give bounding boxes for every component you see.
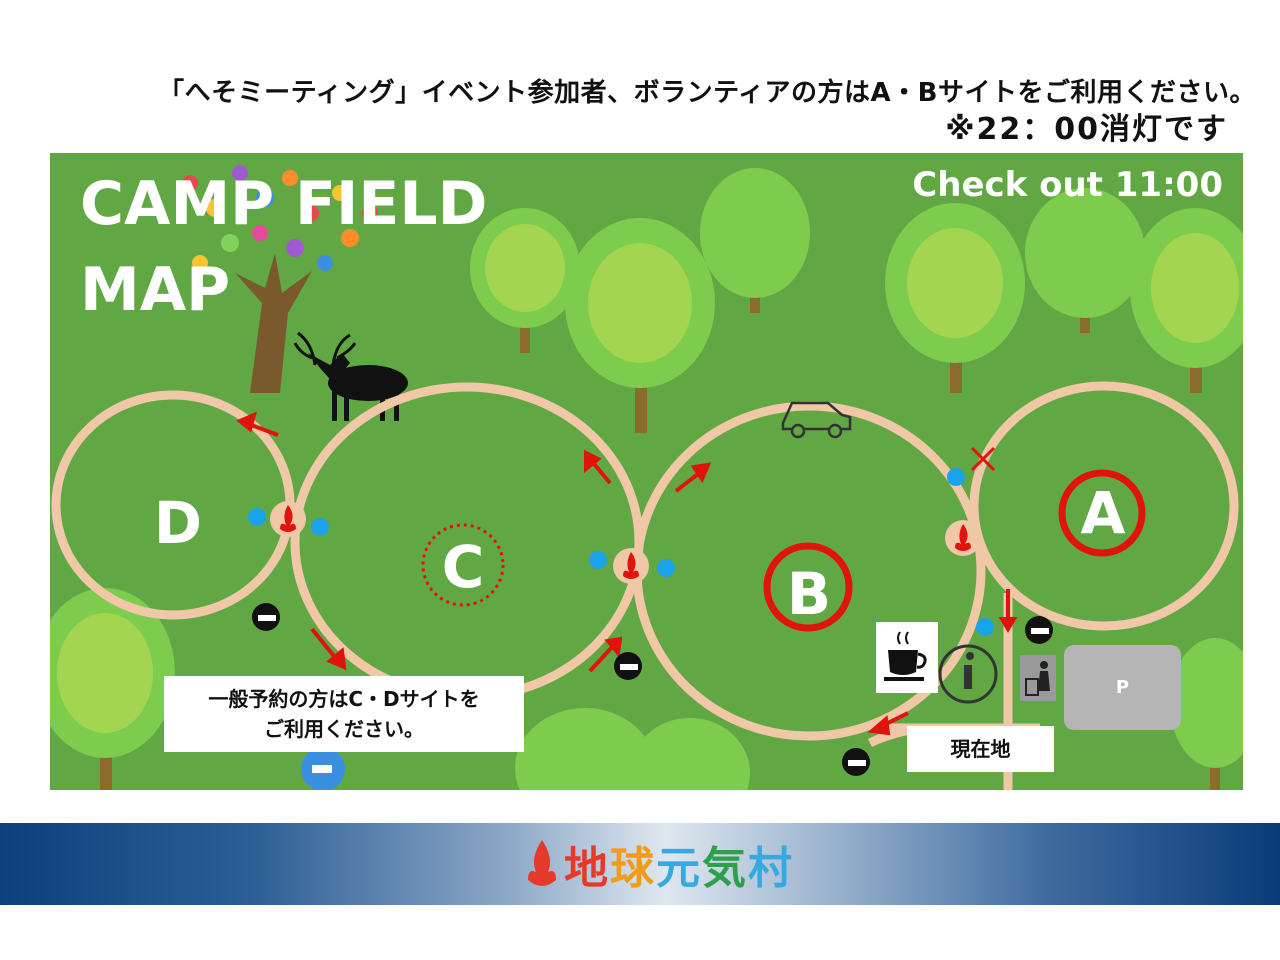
flower-tree-icon [182, 165, 378, 393]
current-location-label: 現在地 [907, 726, 1054, 772]
car-icon [781, 401, 852, 439]
notice-line-1: 「へそミーティング」イベント参加者、ボランティアの方はA・Bサイトをご利用くださ… [158, 78, 1256, 108]
water-icon [248, 468, 994, 636]
site-c-ring [421, 523, 505, 607]
campfire-icon [613, 548, 649, 584]
drinking-fountain-icon [301, 747, 345, 790]
site-c-label[interactable]: C [441, 533, 485, 601]
checkout-time: Check out 11:00 [912, 165, 1223, 205]
tree-icon [885, 203, 1025, 393]
campfire-icon [945, 520, 981, 556]
site-d-label[interactable]: D [153, 489, 203, 557]
tree-icon [515, 708, 750, 790]
trash-icon [1020, 655, 1056, 701]
footer-banner: 地球元気村 [0, 823, 1280, 905]
site-a-ring [1058, 469, 1146, 557]
toilet-icon [614, 652, 642, 680]
parking-lot[interactable]: P [1064, 645, 1181, 730]
deer-icon [293, 331, 408, 421]
site-a-label[interactable]: A [1080, 479, 1126, 547]
campfire-logo-icon [528, 840, 556, 886]
tree-icon [700, 168, 810, 313]
camp-field-map: CAMP FIELD MAP Check out 11:00 A B C D P… [50, 153, 1243, 790]
campfire-icon [270, 501, 306, 537]
general-reservation-note: 一般予約の方はC・Dサイトを ご利用ください。 [164, 676, 524, 752]
info-icon [938, 644, 998, 704]
site-b-ring [763, 542, 853, 632]
tree-icon [50, 588, 175, 790]
brand-name: 地球元気村 [564, 843, 794, 894]
tree-icon [1130, 208, 1243, 393]
tree-icon [1025, 188, 1145, 333]
toilet-icon [1025, 616, 1053, 644]
tree-icon [470, 208, 580, 353]
tree-icon [1170, 638, 1243, 790]
notice-line-2: ※22：00消灯です [945, 112, 1228, 147]
direction-arrow-icon [236, 411, 1018, 736]
site-b-label[interactable]: B [786, 560, 832, 628]
cafe-icon [876, 622, 938, 693]
toilet-icon [842, 748, 870, 776]
map-title: CAMP FIELD MAP [80, 169, 488, 325]
map-graphics [50, 165, 1243, 790]
tree-icon [565, 218, 715, 433]
no-entry-icon [970, 446, 996, 472]
brand-logo: 地球元気村 [520, 835, 794, 894]
toilet-icon [252, 603, 280, 631]
